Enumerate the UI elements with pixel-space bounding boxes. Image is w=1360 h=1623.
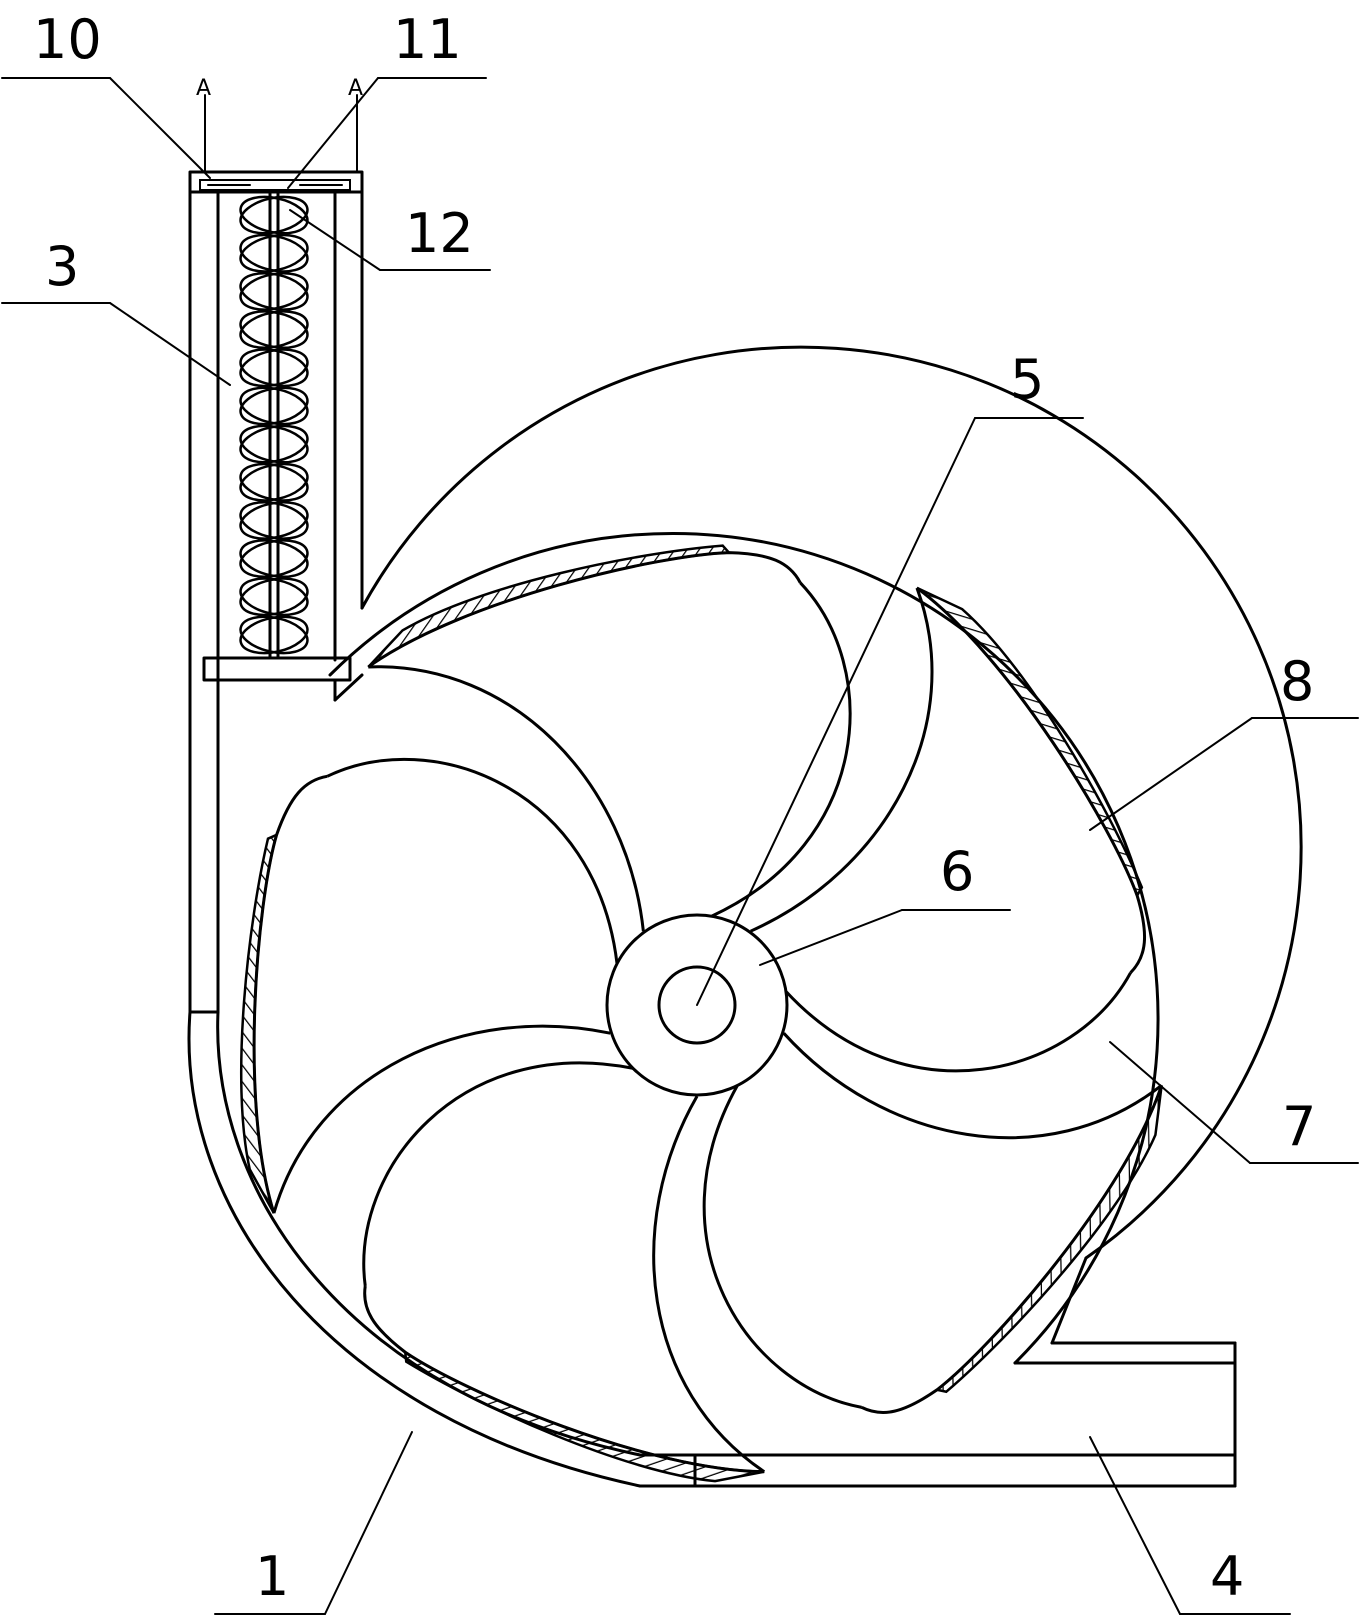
- screw-flight: [239, 462, 309, 502]
- blade-edge: [272, 757, 619, 1214]
- blade-wear-strip: [403, 1349, 765, 1483]
- label-3: 3: [45, 235, 79, 298]
- screw-flight: [239, 310, 309, 349]
- screw-flight: [239, 501, 309, 540]
- section-mark-right: A: [348, 76, 363, 101]
- label-8: 8: [1280, 650, 1314, 713]
- impeller-blade: [362, 1061, 766, 1483]
- impeller-blade: [367, 544, 852, 932]
- blade-tip: [916, 586, 1147, 974]
- screw-conveyor: [239, 190, 309, 660]
- label-5: 5: [1010, 348, 1044, 411]
- label-11: 11: [393, 8, 462, 71]
- screw-flight: [239, 272, 309, 311]
- blade-tip: [252, 774, 328, 1214]
- blade-edge: [362, 1061, 766, 1473]
- blade-tip: [367, 551, 802, 669]
- outlet-duct: [638, 1256, 1237, 1488]
- volute-casing: [187, 345, 1303, 1488]
- screw-flight: [239, 348, 309, 388]
- label-1: 1: [255, 1545, 289, 1608]
- blade-edge: [368, 581, 852, 932]
- impeller-blade: [750, 586, 1147, 1073]
- section-mark-left: A: [196, 76, 211, 101]
- screw-flight: [239, 233, 309, 273]
- impeller-blade: [702, 1032, 1164, 1414]
- blade-tip: [363, 1285, 765, 1474]
- drive-shaft: [657, 965, 737, 1045]
- blade-edge: [702, 1032, 1163, 1409]
- blade-wear-strip: [934, 1084, 1163, 1394]
- screw-flight: [239, 424, 309, 464]
- screw-flight: [239, 615, 309, 655]
- screw-flight: [239, 195, 309, 235]
- impeller-hub: [605, 913, 789, 1097]
- label-7: 7: [1282, 1095, 1316, 1158]
- screw-flight: [239, 539, 309, 578]
- blade-wear-strip: [239, 832, 279, 1214]
- label-4: 4: [1210, 1545, 1244, 1608]
- screw-flight: [239, 577, 309, 617]
- blade-edge: [750, 587, 1132, 1073]
- impeller-blades: [239, 544, 1164, 1483]
- impeller-blade: [239, 757, 619, 1214]
- blade-wear-strip: [367, 544, 732, 668]
- inlet-duct: A A: [188, 76, 364, 1014]
- label-10: 10: [33, 8, 102, 71]
- label-6: 6: [940, 840, 974, 903]
- blade-tip: [861, 1084, 1164, 1414]
- label-12: 12: [405, 202, 474, 265]
- leader-lines: [1, 77, 1359, 1615]
- screw-flight: [239, 386, 309, 426]
